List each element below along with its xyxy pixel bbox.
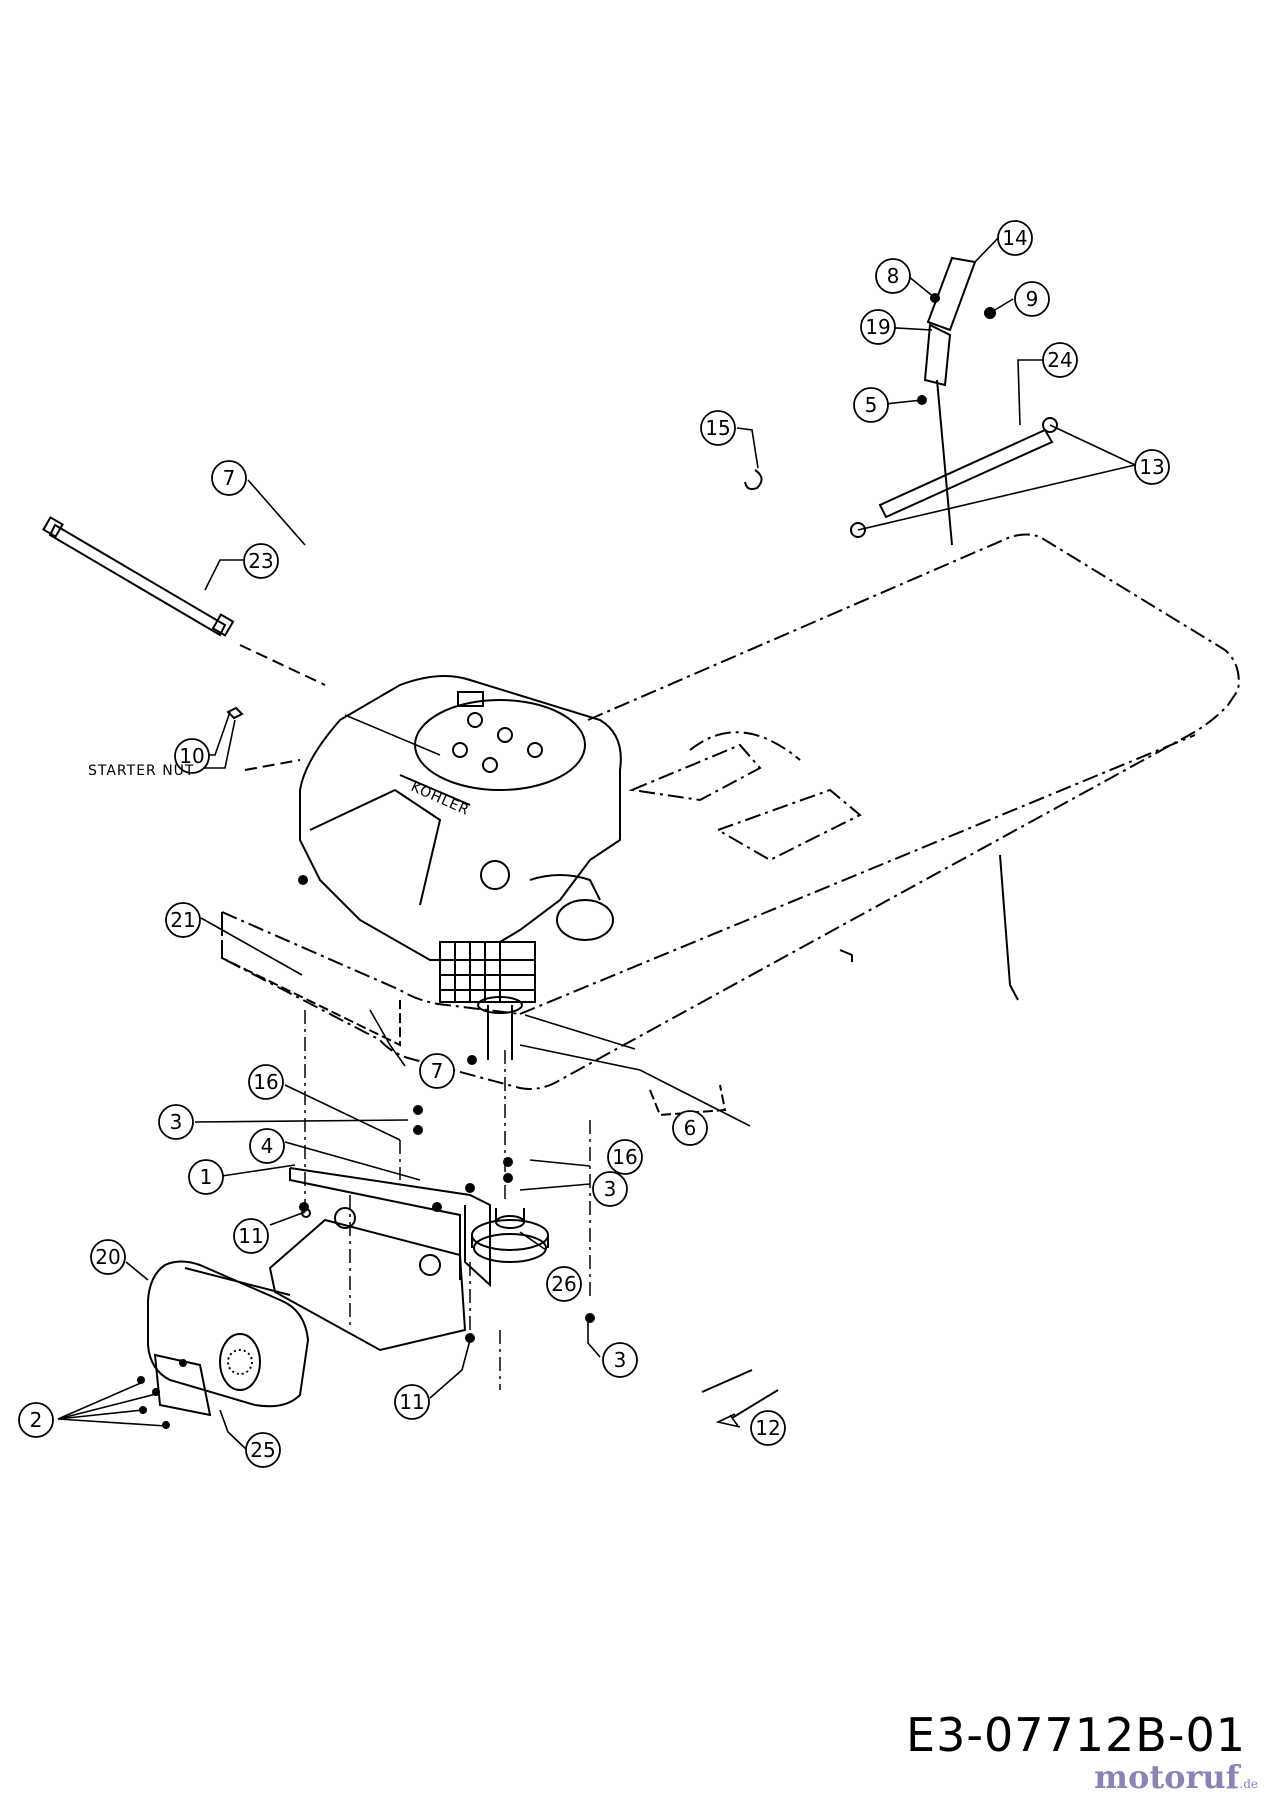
pulley <box>471 1208 549 1263</box>
callout-3-right: 3 <box>604 1177 617 1201</box>
callout-6: 6 <box>684 1116 697 1140</box>
callout-1: 1 <box>200 1165 213 1189</box>
callout-8: 8 <box>887 264 900 288</box>
callout-16-right: 16 <box>612 1145 637 1169</box>
drawing-code: E3-07712B-01 <box>906 1708 1246 1762</box>
callout-11-lower: 11 <box>399 1390 424 1414</box>
callout-11-upper: 11 <box>238 1224 263 1248</box>
callout-25: 25 <box>250 1438 275 1462</box>
watermark-tld: .de <box>1239 1777 1258 1791</box>
kohler-engine <box>299 675 622 1060</box>
callout-circles <box>18 220 1170 1468</box>
watermark-logo: motoruf.de <box>1094 1758 1258 1796</box>
frame-deck <box>221 533 1240 1090</box>
callout-24: 24 <box>1047 348 1072 372</box>
starter-nut-part <box>226 706 244 720</box>
callout-16-left: 16 <box>253 1070 278 1094</box>
callout-3-left: 3 <box>170 1110 183 1134</box>
muffler <box>147 1260 310 1408</box>
clip-part-15 <box>744 469 763 491</box>
callout-4: 4 <box>261 1134 274 1158</box>
callout-19: 19 <box>865 315 890 339</box>
callout-5: 5 <box>865 393 878 417</box>
callout-9: 9 <box>1026 287 1039 311</box>
callout-13: 13 <box>1139 455 1164 479</box>
starter-nut-label: STARTER NUT <box>88 763 194 779</box>
callout-14: 14 <box>1002 226 1027 250</box>
callout-7-upper: 7 <box>223 466 236 490</box>
assembly-lines <box>304 1010 591 1390</box>
callout-3-lower: 3 <box>614 1348 627 1372</box>
deck-side-plate <box>221 912 401 1047</box>
shaft-part-23 <box>42 516 326 686</box>
callout-12: 12 <box>755 1416 780 1440</box>
deck-slot <box>839 949 853 962</box>
callout-21: 21 <box>170 908 195 932</box>
callout-10: 10 <box>179 744 204 768</box>
callout-7-lower: 7 <box>431 1059 444 1083</box>
throttle-control-assembly <box>917 256 996 546</box>
callout-20: 20 <box>95 1245 120 1269</box>
callout-2: 2 <box>30 1408 43 1432</box>
pins <box>701 1369 779 1419</box>
callout-15: 15 <box>705 416 730 440</box>
rear-cable <box>999 854 1019 1001</box>
callout-26: 26 <box>551 1272 576 1296</box>
callout-23: 23 <box>248 549 273 573</box>
rod-part-24 <box>850 417 1058 538</box>
callout-labels: 14 8 9 19 5 24 13 15 23 10 7 21 7 6 16 3… <box>30 226 1165 1462</box>
watermark-name: motoruf <box>1094 1758 1240 1796</box>
leader-lines <box>57 235 1136 1451</box>
